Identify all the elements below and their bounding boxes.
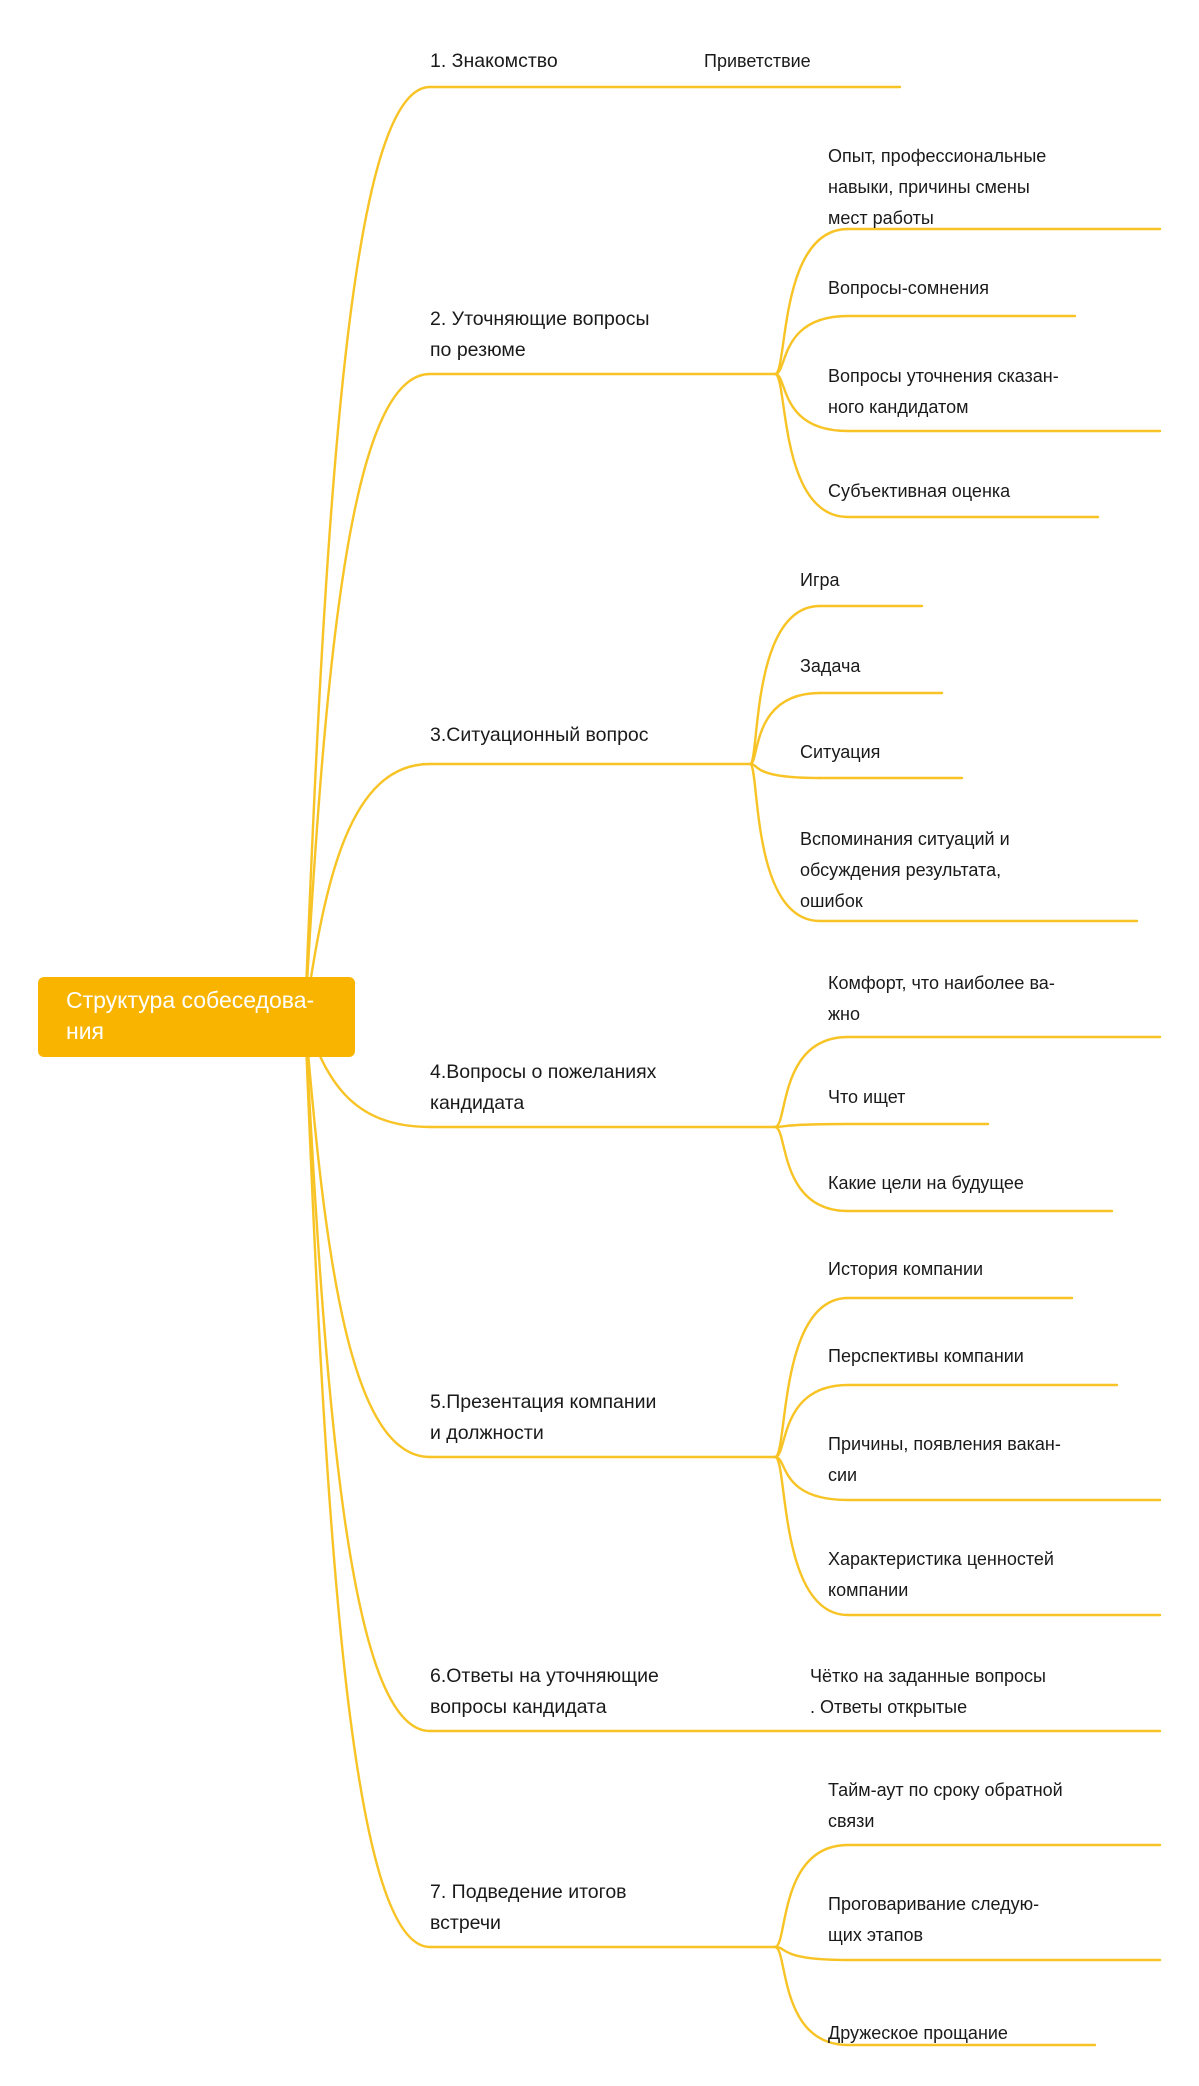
- leaf-node[interactable]: Характеристика ценностей компании: [828, 1544, 1054, 1606]
- leaf-node-line: Тайм-аут по сроку обратной: [828, 1780, 1063, 1800]
- branch-title-line: 1. Знакомство: [430, 50, 558, 72]
- branch-title-line: 3.Ситуационный вопрос: [430, 724, 649, 746]
- leaf-connector: [773, 1455, 850, 1502]
- leaf-node[interactable]: Какие цели на будущее: [828, 1168, 1024, 1199]
- root-line-2: ния: [66, 1018, 105, 1044]
- leaf-node[interactable]: Вопросы уточнения сказан-ного кандидатом: [828, 361, 1059, 423]
- branch-connector: [303, 372, 432, 1019]
- leaf-node[interactable]: Чётко на заданные вопросы . Ответы открыт…: [810, 1661, 1046, 1723]
- leaf-connector: [748, 762, 822, 923]
- leaf-node[interactable]: Приветствие: [704, 46, 811, 77]
- branch-connector: [303, 1015, 432, 1949]
- leaf-connector: [773, 372, 850, 519]
- leaf-node-line: навыки, причины смены: [828, 177, 1030, 197]
- leaf-connector: [773, 1843, 850, 1949]
- leaf-node-line: Причины, появления вакан-: [828, 1434, 1061, 1454]
- leaf-node-line: щих этапов: [828, 1925, 924, 1945]
- branch-title-line: 4.Вопросы о пожеланиях: [430, 1061, 657, 1083]
- leaf-node-line: ного кандидатом: [828, 397, 969, 417]
- leaf-node-line: Какие цели на будущее: [828, 1173, 1024, 1193]
- leaf-node[interactable]: Субъективная оценка: [828, 476, 1010, 507]
- leaf-node-line: Вопросы уточнения сказан-: [828, 366, 1059, 386]
- leaf-node-line: обсуждения результата,: [800, 860, 1002, 880]
- leaf-node-line: Ситуация: [800, 742, 881, 762]
- leaf-node[interactable]: Комфорт, что наиболее ва-жно: [828, 968, 1055, 1030]
- root-line-1: Структура собеседова-: [66, 987, 315, 1013]
- leaf-node-line: мест работы: [828, 208, 934, 228]
- leaf-node[interactable]: Проговаривание следую-щих этапов: [828, 1889, 1039, 1951]
- leaf-node[interactable]: Тайм-аут по сроку обратной связи: [828, 1775, 1063, 1837]
- leaf-node-line: Задача: [800, 656, 861, 676]
- leaf-connector: [773, 314, 850, 376]
- branch-title-line: 6.Ответы на уточняющие: [430, 1665, 659, 1687]
- branch-title[interactable]: 1. Знакомство: [430, 46, 558, 77]
- leaf-node-line: Дружеское прощание: [828, 2023, 1008, 2043]
- branch-title[interactable]: 7. Подведение итогов встречи: [430, 1877, 627, 1939]
- branch-title-line: вопросы кандидата: [430, 1696, 607, 1718]
- leaf-node[interactable]: Перспективы компании: [828, 1341, 1024, 1372]
- branch-title-line: кандидата: [430, 1092, 525, 1114]
- leaf-node-line: Проговаривание следую-: [828, 1894, 1040, 1914]
- leaf-node-line: Что ищет: [828, 1087, 906, 1107]
- branch-title[interactable]: 2. Уточняющие вопросы по резюме: [430, 304, 650, 366]
- branch-title[interactable]: 3.Ситуационный вопрос: [430, 720, 649, 751]
- leaf-node-line: Приветствие: [704, 51, 811, 71]
- leaf-node-line: жно: [828, 1004, 860, 1024]
- branch-title-line: 7. Подведение итогов: [430, 1881, 627, 1903]
- leaf-connector: [773, 1945, 850, 2047]
- leaf-node-line: Опыт, профессиональные: [828, 146, 1047, 166]
- branch-connector: [303, 85, 432, 1019]
- root-node[interactable]: Структура собеседова- ния: [38, 977, 355, 1057]
- leaf-connector: [773, 1125, 850, 1213]
- leaf-node[interactable]: Задача: [800, 651, 860, 682]
- leaf-connector: [748, 762, 822, 780]
- leaf-connector: [773, 1455, 850, 1617]
- branch-title-line: встречи: [430, 1912, 501, 1934]
- branch-title[interactable]: 4.Вопросы о пожеланиях кандидата: [430, 1057, 656, 1119]
- branch-title-line: и должности: [430, 1422, 544, 1444]
- branch-connector: [303, 1015, 432, 1733]
- leaf-node-line: Комфорт, что наиболее ва-: [828, 973, 1055, 993]
- leaf-connector: [748, 691, 822, 766]
- leaf-node-line: Вспоминания ситуаций и: [800, 829, 1010, 849]
- leaf-node[interactable]: Вопросы-сомнения: [828, 273, 989, 304]
- leaf-node-line: ошибок: [800, 891, 863, 911]
- leaf-node-line: Вопросы-сомнения: [828, 278, 989, 298]
- leaf-node[interactable]: Вспоминания ситуаций и обсуждения результ…: [800, 824, 1010, 917]
- leaf-connector: [773, 1945, 850, 1962]
- branch-title-line: 5.Презентация компании: [430, 1391, 657, 1413]
- leaf-node-line: сии: [828, 1465, 858, 1485]
- branch-title-line: по резюме: [430, 339, 526, 361]
- leaf-connector: [773, 227, 850, 376]
- leaf-connector: [773, 1383, 850, 1459]
- leaf-connector: [773, 1122, 850, 1129]
- leaf-node[interactable]: Ситуация: [800, 737, 880, 768]
- branch-title-line: 2. Уточняющие вопросы: [430, 308, 650, 330]
- leaf-connector: [773, 1035, 850, 1129]
- leaf-node-line: Характеристика ценностей: [828, 1549, 1054, 1569]
- leaf-node[interactable]: История компании: [828, 1254, 983, 1285]
- leaf-node[interactable]: Что ищет: [828, 1082, 905, 1113]
- leaf-node[interactable]: Причины, появления вакан-сии: [828, 1429, 1061, 1491]
- leaf-node-line: . Ответы открытые: [810, 1697, 968, 1717]
- leaf-node-line: компании: [828, 1580, 909, 1600]
- branch-title[interactable]: 5.Презентация компании и должности: [430, 1387, 656, 1449]
- leaf-node[interactable]: Опыт, профессиональные навыки, причины см…: [828, 141, 1046, 234]
- branch-connector: [303, 762, 432, 1019]
- leaf-connector: [773, 1296, 850, 1459]
- leaf-node[interactable]: Игра: [800, 565, 840, 596]
- branch-connector: [303, 1015, 432, 1459]
- leaf-node-line: связи: [828, 1811, 875, 1831]
- leaf-node[interactable]: Дружеское прощание: [828, 2018, 1008, 2049]
- leaf-node-line: Субъективная оценка: [828, 481, 1011, 501]
- leaf-node-line: Чётко на заданные вопросы: [810, 1666, 1046, 1686]
- branch-title[interactable]: 6.Ответы на уточняющие вопросы кандидата: [430, 1661, 659, 1723]
- leaf-node-line: Игра: [800, 570, 840, 590]
- leaf-node-line: Перспективы компании: [828, 1346, 1024, 1366]
- leaf-node-line: История компании: [828, 1259, 984, 1279]
- root-node-label: Структура собеседова- ния: [66, 985, 343, 1047]
